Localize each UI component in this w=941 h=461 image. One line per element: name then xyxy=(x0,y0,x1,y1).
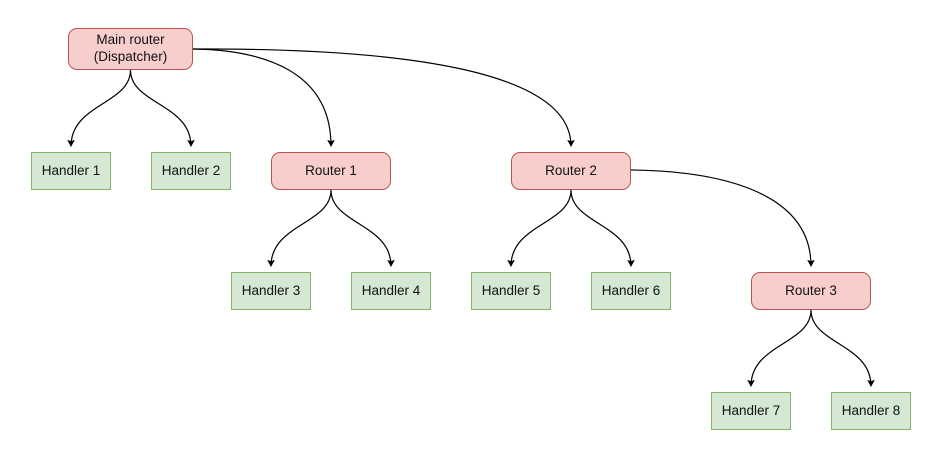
connector-router-2-to-router-3 xyxy=(630,169,815,267)
node-handler-2[interactable]: Handler 2 xyxy=(151,152,231,190)
connector-router-2-to-handler-5 xyxy=(507,189,572,267)
node-router-1[interactable]: Router 1 xyxy=(271,152,391,190)
node-label: Router 1 xyxy=(305,162,357,178)
node-label: Handler 3 xyxy=(241,282,301,298)
node-label: Handler 7 xyxy=(721,402,781,418)
node-handler-5[interactable]: Handler 5 xyxy=(471,272,551,310)
node-handler-1[interactable]: Handler 1 xyxy=(31,152,111,190)
node-label: Router 3 xyxy=(785,282,837,298)
connector-main-router-to-router-1 xyxy=(192,48,335,147)
connector-main-router-to-router-2 xyxy=(192,48,575,147)
node-router-3[interactable]: Router 3 xyxy=(751,272,871,310)
connector-router-1-to-handler-3 xyxy=(267,189,332,267)
node-handler-8[interactable]: Handler 8 xyxy=(831,392,911,430)
node-handler-3[interactable]: Handler 3 xyxy=(231,272,311,310)
node-label: Handler 1 xyxy=(41,162,101,178)
node-handler-6[interactable]: Handler 6 xyxy=(591,272,671,310)
node-router-2[interactable]: Router 2 xyxy=(511,152,631,190)
node-label: Handler 4 xyxy=(361,282,421,298)
node-label: Handler 2 xyxy=(161,162,221,178)
node-handler-7[interactable]: Handler 7 xyxy=(711,392,791,430)
connector-router-3-to-handler-8 xyxy=(810,309,875,387)
node-label: Handler 8 xyxy=(841,402,901,418)
connector-paths xyxy=(67,48,875,387)
connector-router-2-to-handler-6 xyxy=(570,189,635,267)
node-label: Handler 6 xyxy=(601,282,661,298)
node-main-router[interactable]: Main router (Dispatcher) xyxy=(68,28,193,70)
connector-router-1-to-handler-4 xyxy=(330,189,395,267)
node-handler-4[interactable]: Handler 4 xyxy=(351,272,431,310)
node-label: Main router (Dispatcher) xyxy=(93,32,168,64)
connector-main-router-to-handler-1 xyxy=(67,69,132,147)
node-label: Router 2 xyxy=(545,162,597,178)
connector-main-router-to-handler-2 xyxy=(129,69,195,147)
node-label: Handler 5 xyxy=(481,282,541,298)
connector-router-3-to-handler-7 xyxy=(747,309,812,387)
